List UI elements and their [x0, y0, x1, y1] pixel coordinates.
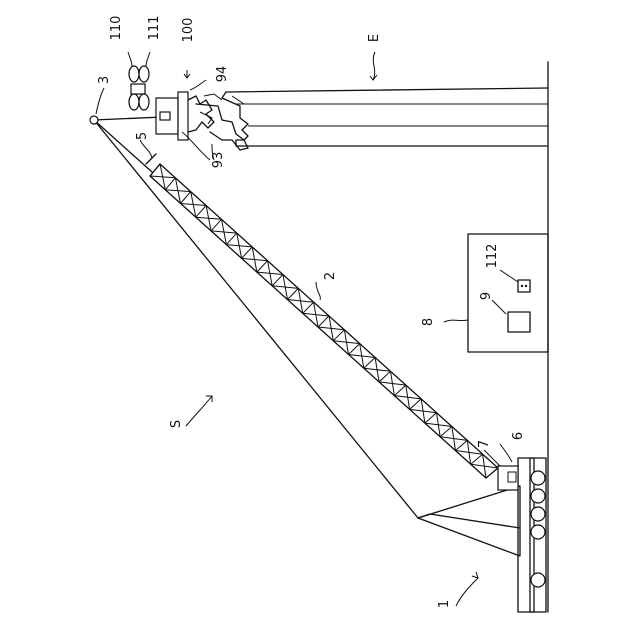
leader-lines — [96, 88, 478, 606]
label-100: 100 — [181, 18, 196, 43]
boom-tip — [90, 116, 98, 124]
label-e: E — [367, 34, 382, 42]
remote-unit — [518, 280, 530, 292]
boom-pendant — [90, 116, 418, 518]
label-111: 111 — [147, 16, 162, 41]
label-3: 3 — [97, 76, 112, 84]
label-7: 7 — [477, 440, 492, 448]
label-8: 8 — [421, 318, 436, 326]
label-2: 2 — [323, 272, 338, 280]
crane-base — [418, 444, 546, 612]
drone — [128, 52, 150, 110]
display-unit — [508, 312, 530, 332]
structure-e — [222, 88, 548, 146]
label-1: 1 — [437, 600, 452, 608]
label-5: 5 — [135, 132, 150, 140]
label-110: 110 — [109, 16, 124, 41]
label-93: 93 — [211, 152, 226, 169]
label-6: 6 — [511, 432, 526, 440]
label-112: 112 — [485, 244, 500, 269]
lifting-assembly — [156, 70, 248, 160]
label-s: S — [169, 420, 184, 428]
label-94: 94 — [215, 66, 230, 83]
structure-e-leader — [370, 52, 377, 80]
label-9: 9 — [479, 292, 494, 300]
